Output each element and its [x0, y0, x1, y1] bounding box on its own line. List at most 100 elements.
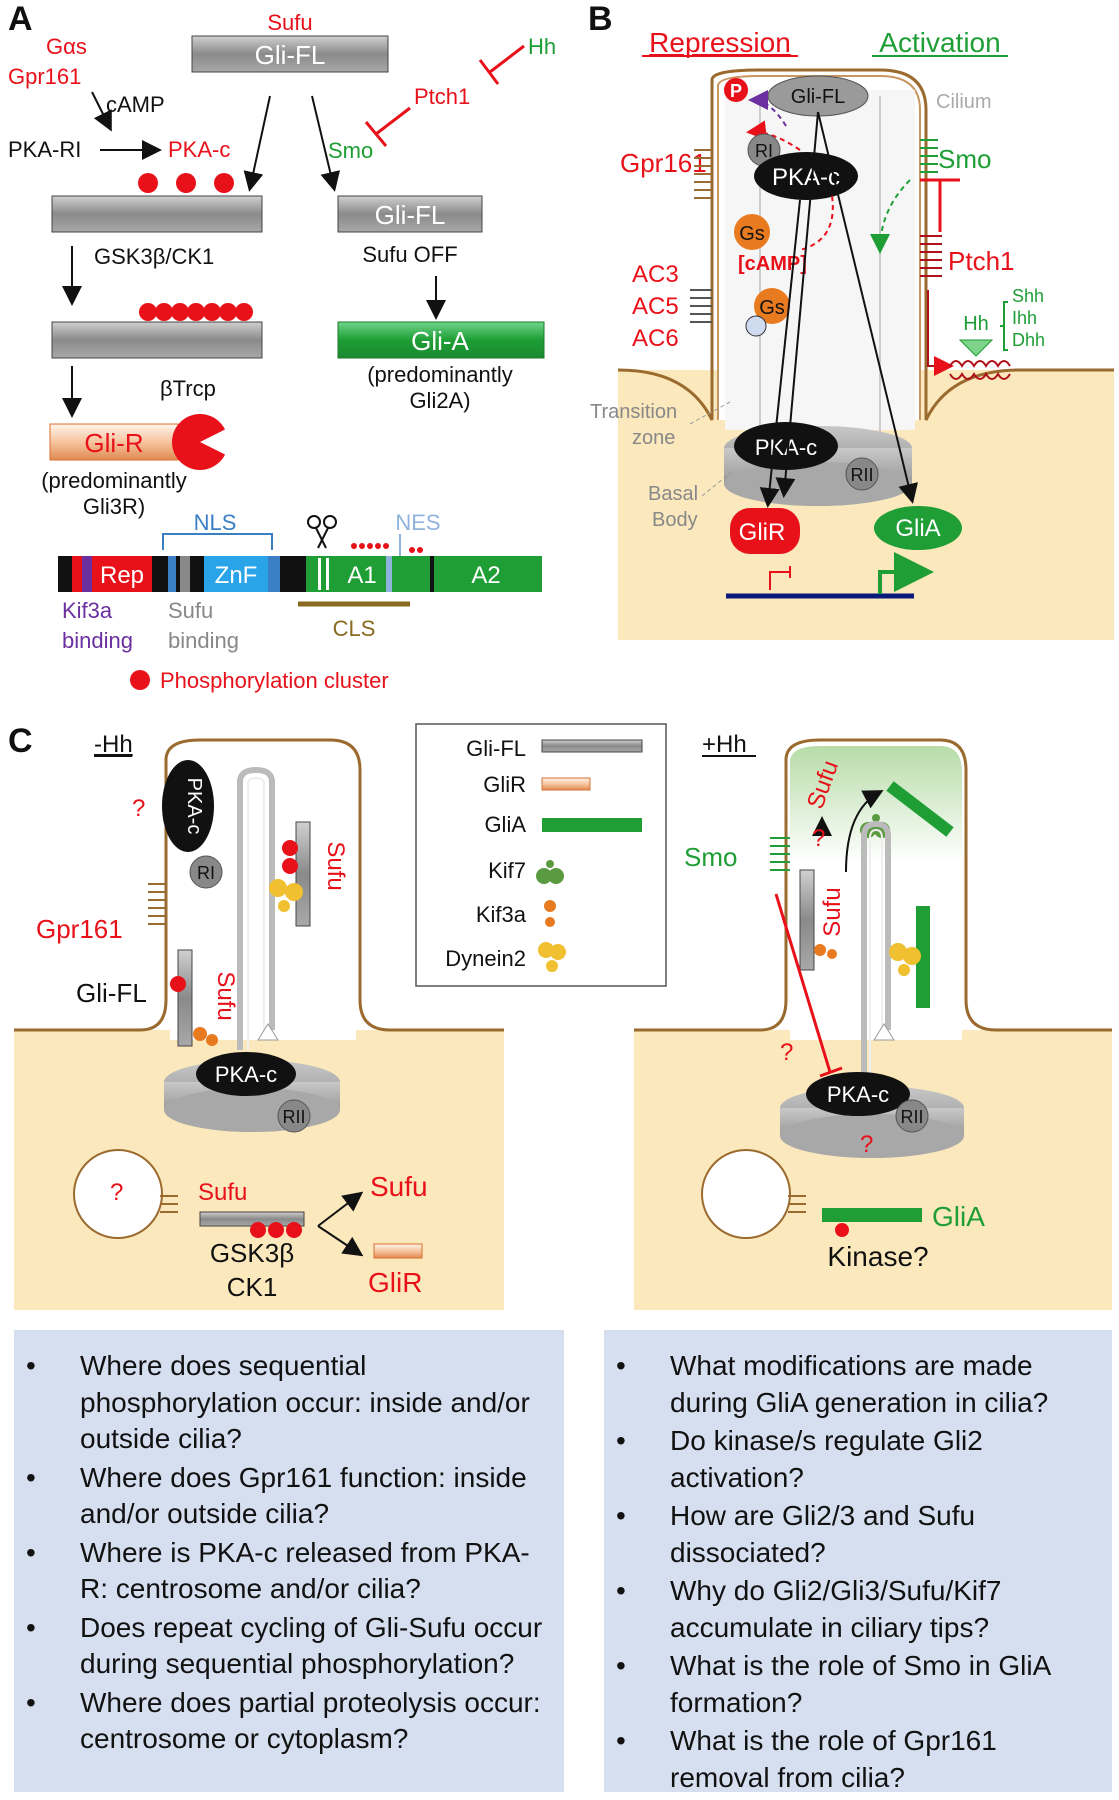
gli-fl-bar-bottom: [199, 1211, 305, 1227]
gli-a-note: (predominantly: [367, 362, 513, 387]
gli-r-label: Gli-R: [84, 428, 143, 458]
phospho-dot: [138, 173, 158, 193]
gpr161-label: Gpr161: [620, 148, 707, 178]
sufu-label: Sufu: [212, 971, 239, 1020]
rii-label: RII: [850, 465, 873, 485]
pka-c-label: PKA-c: [183, 778, 205, 835]
pka-c-label: PKA-c: [772, 164, 840, 191]
transition-zone-label: Transition: [590, 401, 677, 423]
minus-hh-label: -Hh: [94, 731, 133, 758]
a2-label: A2: [471, 562, 500, 589]
legend-kif3a: Kif3a: [476, 902, 527, 927]
gs-protein: [754, 288, 790, 324]
sufu-label: Sufu: [322, 841, 349, 890]
phospho-p-icon: [724, 78, 748, 102]
phospho-dot: [176, 173, 196, 193]
glia-label: GliA: [932, 1201, 985, 1232]
gli-fl-bar-primed: [51, 195, 263, 233]
rii-label: RII: [282, 1107, 305, 1127]
kif7-icon: [536, 860, 564, 884]
activation-label: Activation: [879, 27, 1000, 58]
smo-label: Smo: [938, 144, 991, 174]
gli-fl-label: Gli-FL: [255, 40, 326, 70]
ri-subunit: [189, 855, 223, 889]
gli-a-note: Gli2A): [409, 388, 470, 413]
ptch1-label: Ptch1: [948, 246, 1015, 276]
glia-bar-bottom: [822, 1208, 922, 1222]
glir-bar: [373, 1243, 423, 1259]
question-mark: ?: [860, 1131, 873, 1158]
hh-label: Hh: [963, 313, 989, 335]
gli-a-label: Gli-A: [411, 326, 469, 356]
gli-fl-bar: [191, 35, 389, 73]
cilium-label: Cilium: [936, 91, 992, 113]
phospho-dot: [214, 173, 234, 193]
basal-body-label: Basal: [648, 483, 698, 505]
phospho-cluster-domain: [351, 543, 423, 553]
a1-label: A1: [347, 562, 376, 589]
glir-shape: [730, 508, 800, 554]
gli-fl-bar: [177, 949, 193, 1047]
kif3a-binding-label: binding: [62, 628, 133, 653]
panel-b-label: B: [588, 0, 613, 38]
question-item: Where does sequential phosphorylation oc…: [14, 1348, 554, 1458]
pka-c-label: PKA-c: [827, 1082, 889, 1107]
glir-label: GliR: [739, 519, 786, 546]
sufu-label: Sufu: [198, 1179, 247, 1206]
question-item: What is the role of Gpr161 removal from …: [604, 1723, 1102, 1796]
panel-b: B Repression Activation PKA-c RII P Gli-…: [588, 0, 1114, 640]
question-mark: ?: [132, 795, 145, 822]
dhh-label: Dhh: [1012, 330, 1045, 350]
sufu-label: Sufu: [370, 1171, 428, 1202]
gli-fl-bar: [799, 869, 815, 971]
pka-c-cilia: [754, 152, 858, 200]
phospho-legend-label: Phosphorylation cluster: [160, 668, 389, 693]
rii-label: RII: [900, 1107, 923, 1127]
question-item: What modifications are made during GliA …: [604, 1348, 1102, 1421]
gli-fl-bar-phosphorylated: [51, 321, 263, 359]
rii-subunit: [895, 1099, 929, 1133]
gs-label: Gs: [759, 297, 785, 319]
cls-label: CLS: [333, 616, 376, 641]
question-item: What is the role of Smo in GliA formatio…: [604, 1648, 1102, 1721]
legend-kif7: Kif7: [488, 858, 526, 883]
phospho-cluster: [139, 303, 253, 321]
ac3-label: AC3: [632, 261, 679, 288]
pka-c-basal: [806, 1072, 910, 1116]
sufu-label: Sufu: [819, 887, 846, 936]
glir-label: GliR: [368, 1267, 422, 1298]
pka-c-basal: [734, 422, 838, 470]
pka-c-label: PKA-c: [168, 137, 230, 162]
pka-c-basal: [196, 1052, 296, 1096]
camp-label: [cAMP]: [738, 253, 807, 275]
legend-glir: GliR: [483, 772, 526, 797]
vesicle: [73, 1149, 163, 1239]
znf-domain: [204, 556, 268, 592]
gli-fl-bar-right: [337, 195, 483, 233]
pka-ri-label: PKA-RI: [8, 137, 81, 162]
sufu-binding-label: binding: [168, 628, 239, 653]
gli-r-note: Gli3R): [83, 494, 145, 519]
transition-zone-label: zone: [632, 427, 675, 449]
ac5-label: AC5: [632, 293, 679, 320]
sufu-binding-label: Sufu: [168, 598, 213, 623]
ri-label: RI: [755, 141, 773, 161]
glia-shape: [874, 506, 962, 550]
gsk-ck1-label: GSK3β/CK1: [94, 244, 214, 269]
legend-gli-fl: Gli-FL: [466, 736, 526, 761]
question-item: Where is PKA-c released from PKA-R: cent…: [14, 1535, 554, 1608]
gs-label: Gs: [739, 223, 765, 245]
rep-label: Rep: [100, 562, 144, 589]
rii-subunit: [277, 1099, 311, 1133]
legend-dynein2: Dynein2: [445, 946, 526, 971]
question-item: How are Gli2/3 and Sufu dissociated?: [604, 1498, 1102, 1571]
gsk3b-label: GSK3β: [210, 1238, 294, 1268]
panel-a: A Sufu Gli-FL Gαs Gpr161 cAMP PKA-RI PKA…: [8, 0, 556, 693]
nls-label: NLS: [194, 510, 237, 535]
ihh-label: Ihh: [1012, 308, 1037, 328]
p-label: P: [730, 81, 742, 101]
smo-label: Smo: [684, 842, 737, 872]
gpr161-label: Gpr161: [8, 64, 81, 89]
questions-left-box: Where does sequential phosphorylation oc…: [14, 1330, 564, 1792]
